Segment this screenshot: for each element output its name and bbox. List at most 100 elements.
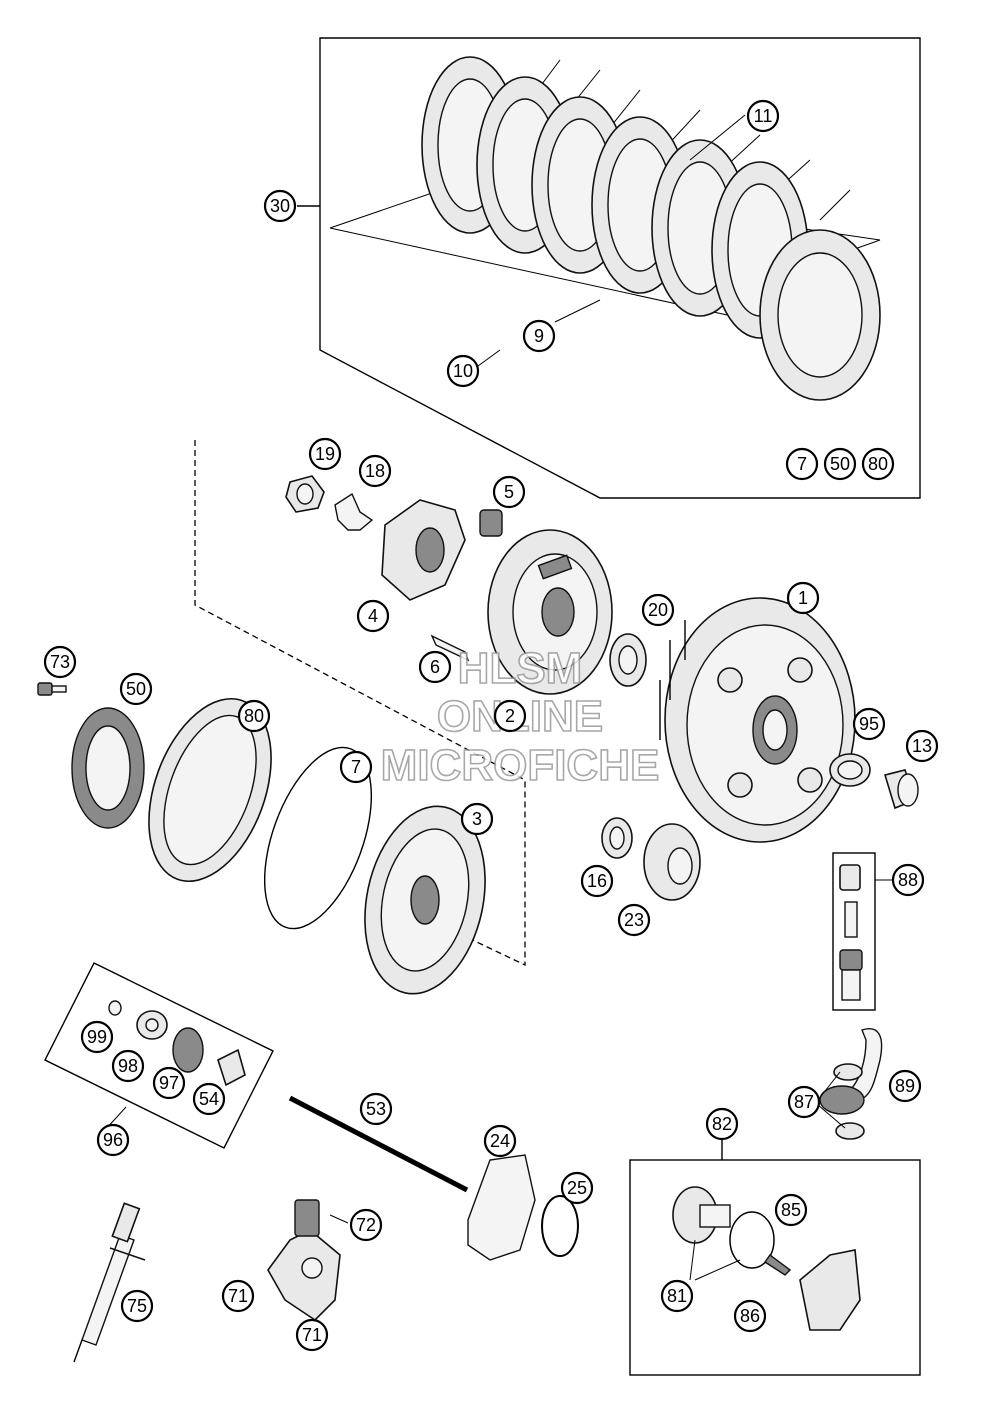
svg-text:16: 16 xyxy=(587,871,607,891)
svg-text:4: 4 xyxy=(368,606,378,626)
spacer-16 xyxy=(601,817,633,859)
svg-text:95: 95 xyxy=(859,714,879,734)
svg-text:6: 6 xyxy=(430,657,440,677)
svg-text:24: 24 xyxy=(490,1131,510,1151)
callout-7-kit: 7 xyxy=(785,447,819,481)
callout-53: 53 xyxy=(359,1092,393,1126)
svg-text:25: 25 xyxy=(567,1178,587,1198)
callout-75: 75 xyxy=(120,1289,154,1323)
bushing-13 xyxy=(883,769,919,810)
hub-group-dashed-outline xyxy=(194,440,526,967)
callout-98: 98 xyxy=(111,1049,145,1083)
watermark: HLSM ONLINE MICROFICHE xyxy=(380,643,660,791)
svg-text:86: 86 xyxy=(740,1306,760,1326)
svg-text:80: 80 xyxy=(244,706,264,726)
svg-text:19: 19 xyxy=(315,444,335,464)
svg-text:72: 72 xyxy=(356,1215,376,1235)
svg-text:73: 73 xyxy=(50,652,70,672)
nut-19 xyxy=(285,475,325,513)
syringe-75 xyxy=(73,1202,146,1363)
callout-71-left: 71 xyxy=(221,1279,255,1313)
svg-text:1: 1 xyxy=(798,588,808,608)
callout-50-bearing: 50 xyxy=(119,672,153,706)
damper-5 xyxy=(479,509,503,537)
callout-6: 6 xyxy=(418,650,452,684)
callout-80-disc: 80 xyxy=(237,699,271,733)
svg-text:82: 82 xyxy=(712,1114,732,1134)
leader-9 xyxy=(554,299,601,323)
svg-text:2: 2 xyxy=(505,706,515,726)
callout-72: 72 xyxy=(349,1208,383,1242)
callout-71-bottom: 71 xyxy=(295,1318,329,1352)
banjo-hose-89 xyxy=(817,1028,883,1140)
lock-washer-18 xyxy=(334,492,374,531)
svg-text:81: 81 xyxy=(667,1286,687,1306)
svg-text:99: 99 xyxy=(87,1027,107,1047)
svg-text:5: 5 xyxy=(504,482,514,502)
callout-13: 13 xyxy=(905,729,939,763)
callout-85: 85 xyxy=(774,1193,808,1227)
svg-text:80: 80 xyxy=(868,454,888,474)
callout-87: 87 xyxy=(787,1085,821,1119)
callout-96: 96 xyxy=(96,1123,130,1157)
clutch-basket-1 xyxy=(659,597,856,843)
callout-3: 3 xyxy=(460,802,494,836)
callout-1: 1 xyxy=(786,581,820,615)
svg-text:3: 3 xyxy=(472,809,482,829)
svg-text:96: 96 xyxy=(103,1130,123,1150)
push-rod-53 xyxy=(288,1095,469,1193)
clutch-plates xyxy=(421,56,881,401)
svg-text:7: 7 xyxy=(797,454,807,474)
svg-text:30: 30 xyxy=(270,196,290,216)
svg-text:85: 85 xyxy=(781,1200,801,1220)
wire-ring-7 xyxy=(263,746,373,930)
gasket-24 xyxy=(467,1154,536,1261)
leader-10 xyxy=(477,349,501,367)
callout-9: 9 xyxy=(522,319,556,353)
callout-89: 89 xyxy=(888,1069,922,1103)
svg-text:97: 97 xyxy=(159,1073,179,1093)
callout-97: 97 xyxy=(152,1066,186,1100)
watermark-line-3: MICROFICHE xyxy=(381,741,660,790)
svg-text:54: 54 xyxy=(199,1089,219,1109)
clutch-hub-2 xyxy=(487,529,613,695)
svg-text:13: 13 xyxy=(912,736,932,756)
svg-text:98: 98 xyxy=(118,1056,138,1076)
svg-text:50: 50 xyxy=(830,454,850,474)
callout-18: 18 xyxy=(358,454,392,488)
callout-7-ring: 7 xyxy=(339,750,373,784)
callout-16: 16 xyxy=(580,864,614,898)
disc-80 xyxy=(148,697,272,883)
svg-text:71: 71 xyxy=(228,1286,248,1306)
kit-88-box xyxy=(832,852,893,1011)
callout-20: 20 xyxy=(641,593,675,627)
callout-5: 5 xyxy=(492,475,526,509)
svg-text:10: 10 xyxy=(453,361,473,381)
svg-text:75: 75 xyxy=(127,1296,147,1316)
callout-30: 30 xyxy=(263,189,297,223)
pressure-cap-3 xyxy=(364,805,486,995)
kit-82-box xyxy=(629,1140,921,1376)
gear-23 xyxy=(643,823,701,901)
svg-text:89: 89 xyxy=(895,1076,915,1096)
svg-text:53: 53 xyxy=(366,1099,386,1119)
callout-95: 95 xyxy=(852,707,886,741)
callout-73: 73 xyxy=(43,645,77,679)
callout-81: 81 xyxy=(660,1279,694,1313)
callout-50-kit: 50 xyxy=(823,447,857,481)
callout-4: 4 xyxy=(356,599,390,633)
svg-text:11: 11 xyxy=(754,106,773,126)
callout-88: 88 xyxy=(891,863,925,897)
callout-86: 86 xyxy=(733,1299,767,1333)
bolt-73 xyxy=(37,682,67,696)
svg-text:87: 87 xyxy=(794,1092,814,1112)
callout-54: 54 xyxy=(192,1082,226,1116)
pin-6 xyxy=(430,634,470,662)
callout-19: 19 xyxy=(308,437,342,471)
svg-text:18: 18 xyxy=(365,461,385,481)
svg-text:20: 20 xyxy=(648,600,668,620)
svg-text:9: 9 xyxy=(534,326,544,346)
svg-text:7: 7 xyxy=(351,757,361,777)
callout-2: 2 xyxy=(493,699,527,733)
